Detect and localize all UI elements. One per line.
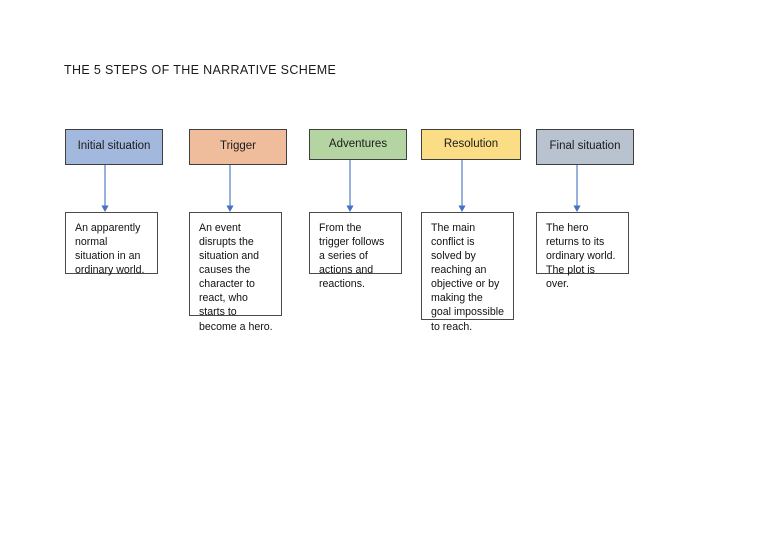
step-body-adventures: From the trigger follows a series of act… (309, 212, 402, 290)
step-body-trigger: An event disrupts the situation and caus… (189, 212, 282, 333)
step-header-final-situation[interactable]: Final situation (536, 129, 634, 165)
arrow-down-icon (224, 165, 236, 212)
arrow-down-icon (99, 165, 111, 212)
step-body-resolution: The main conflict is solved by reaching … (421, 212, 514, 333)
page-title: THE 5 STEPS OF THE NARRATIVE SCHEME (64, 63, 337, 77)
step-body-initial-situation: An apparently normal situation in an ord… (65, 212, 158, 276)
step-header-resolution[interactable]: Resolution (421, 129, 521, 160)
arrow-down-icon (344, 160, 356, 212)
arrow-down-icon (571, 165, 583, 212)
step-header-adventures[interactable]: Adventures (309, 129, 407, 160)
arrow-down-icon (456, 160, 468, 212)
step-body-final-situation: The hero returns to its ordinary world. … (536, 212, 629, 290)
step-header-initial-situation[interactable]: Initial situation (65, 129, 163, 165)
step-header-trigger[interactable]: Trigger (189, 129, 287, 165)
